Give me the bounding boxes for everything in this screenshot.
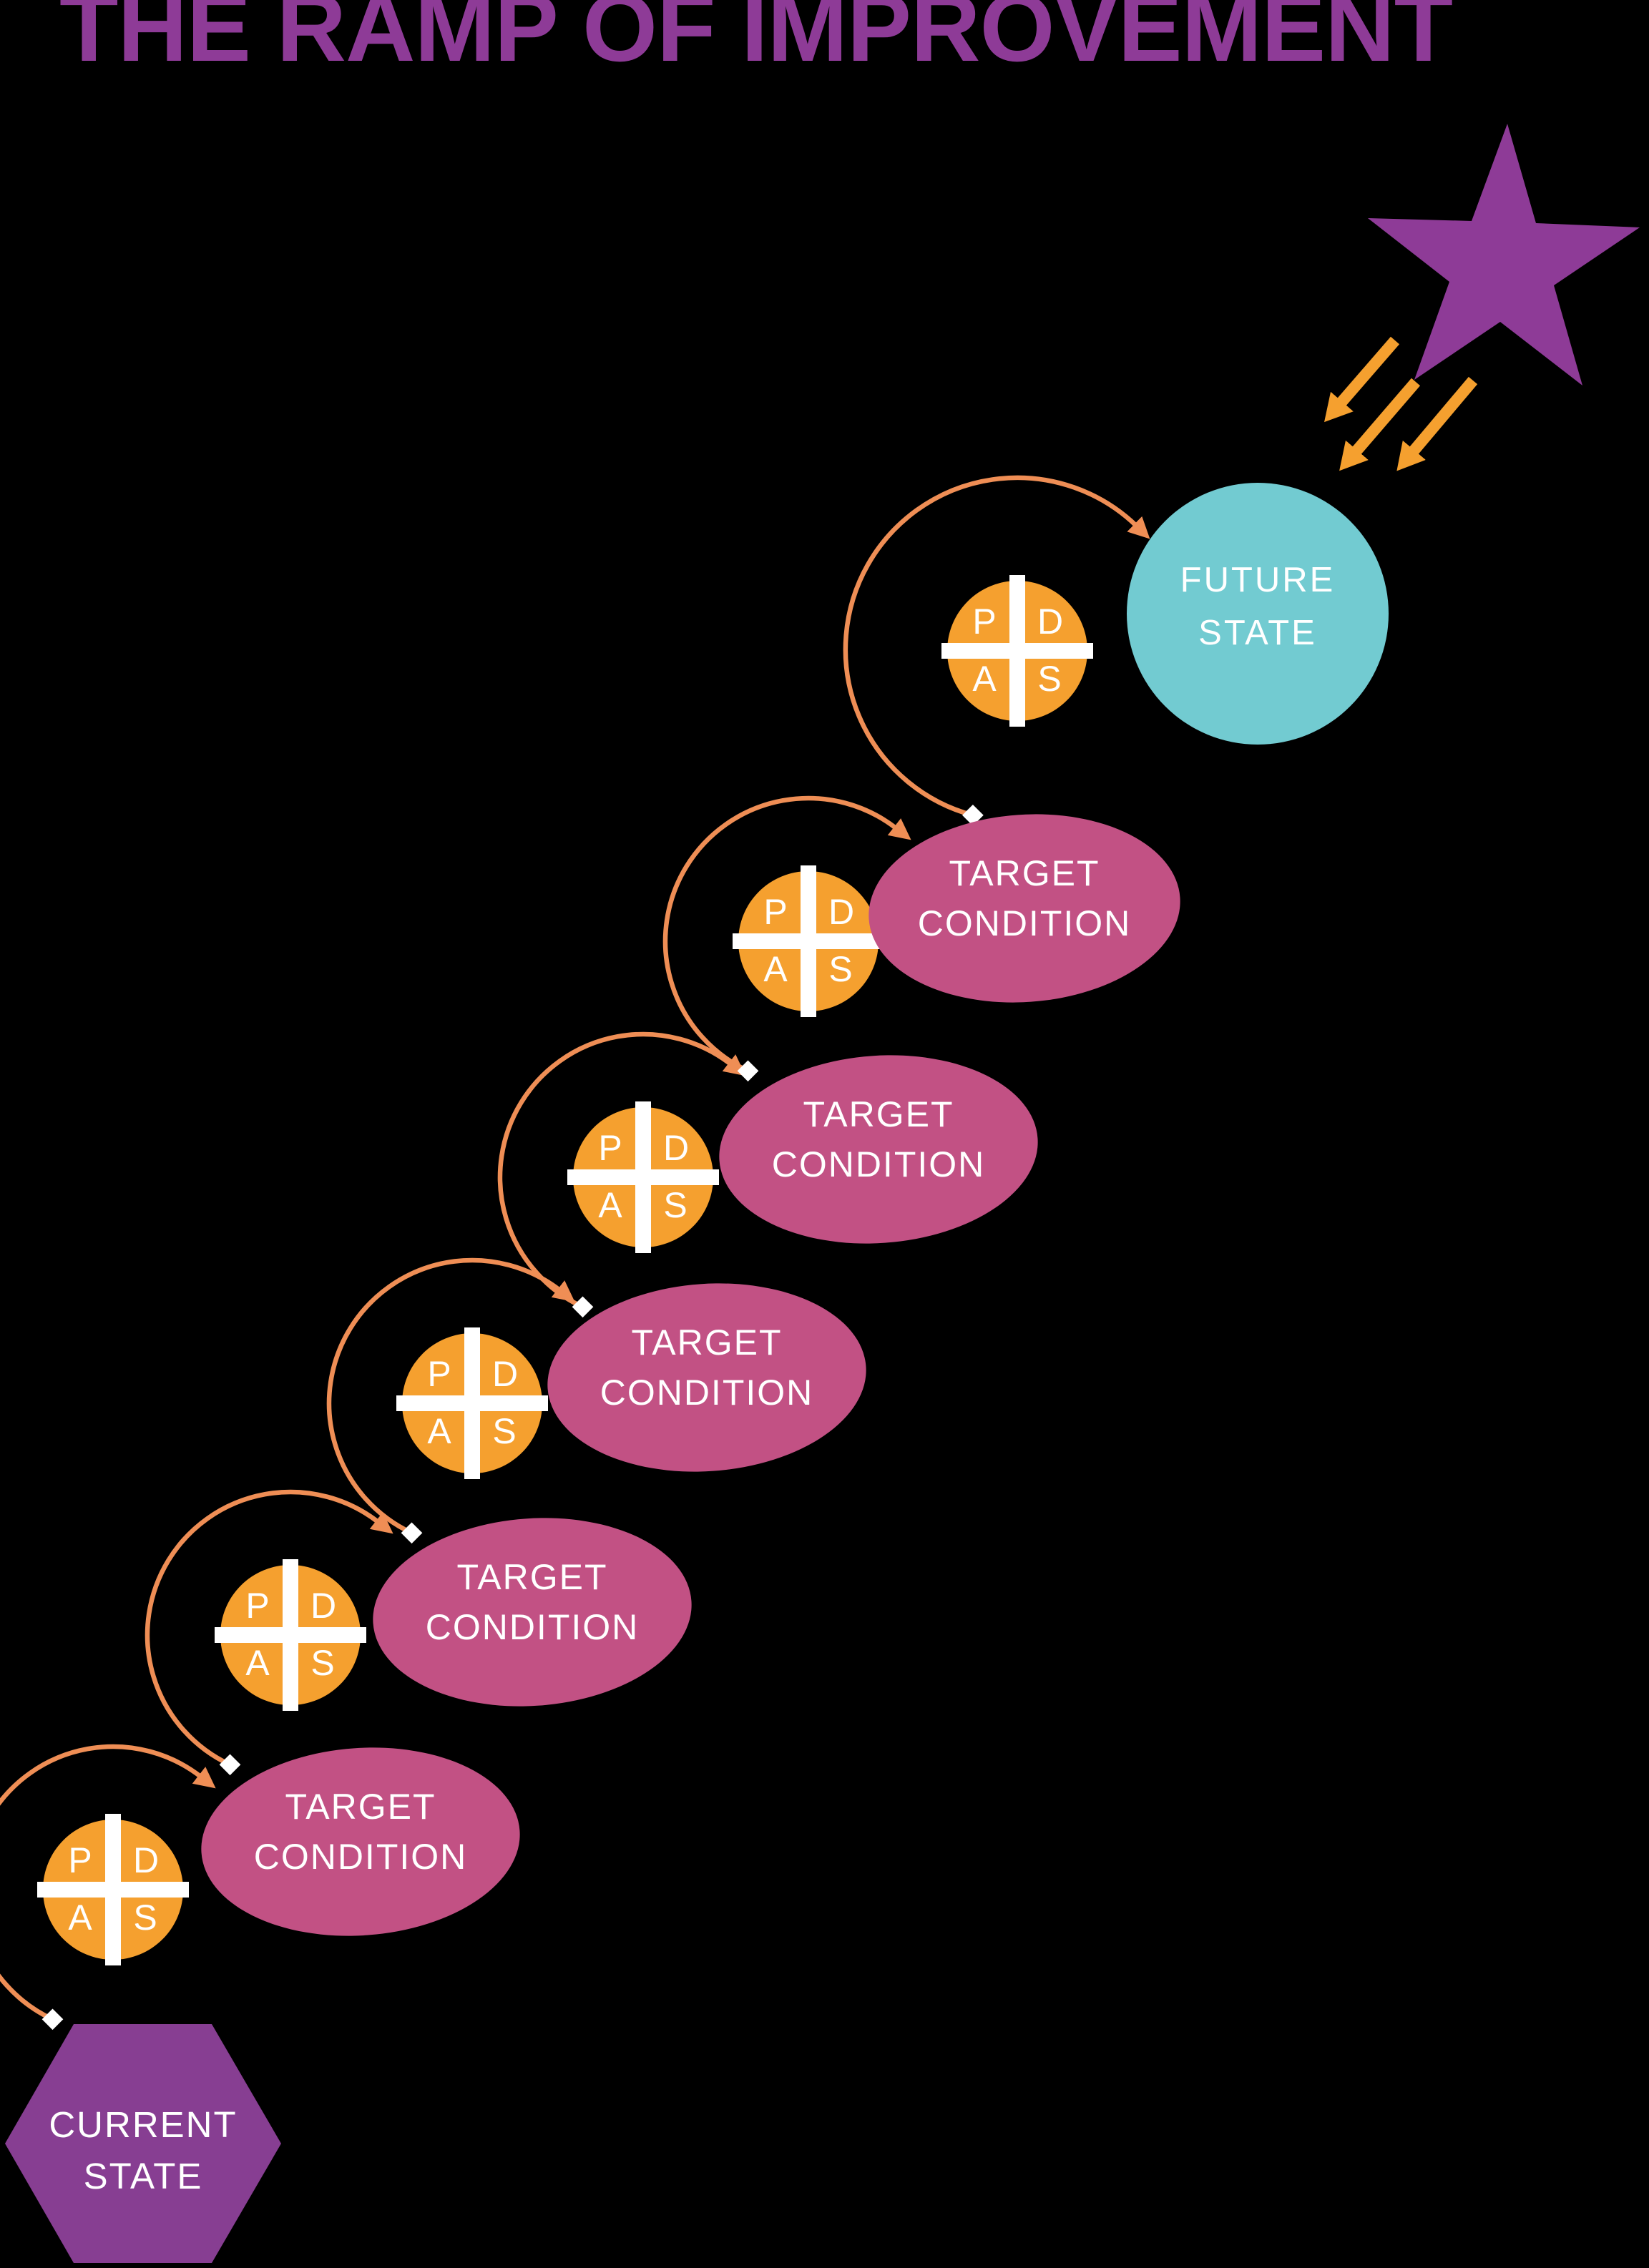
pdsa-letter-d: D xyxy=(828,892,854,932)
pdsa-letter-s: S xyxy=(663,1185,687,1225)
pdsa-letter-a: A xyxy=(598,1185,622,1225)
target-condition-label-line1: TARGET xyxy=(285,1787,436,1827)
downward-arrow xyxy=(1396,376,1478,471)
pdsa-letter-d: D xyxy=(1037,602,1063,642)
pdsa-letter-p: P xyxy=(972,602,996,642)
connector-diamond xyxy=(401,1522,423,1544)
target-condition-ellipse xyxy=(719,1055,1038,1244)
pdsa-letter-a: A xyxy=(427,1411,451,1451)
page-title: THE RAMP OF IMPROVEMENT xyxy=(59,0,1453,82)
pdsa-cycle: P D A S xyxy=(941,575,1093,727)
current-state-node: CURRENT STATE xyxy=(5,2024,281,2263)
target-condition-label-line1: TARGET xyxy=(803,1094,954,1134)
pdsa-cross-bar xyxy=(396,1395,548,1411)
pdsa-cross-bar xyxy=(215,1627,366,1643)
connector-diamond xyxy=(962,804,984,826)
pdsa-cycle: P D A S xyxy=(396,1327,548,1479)
pdsa-cycle: P D A S xyxy=(37,1814,189,1965)
pdsa-letter-d: D xyxy=(133,1840,159,1880)
target-condition-node: TARGET CONDITION xyxy=(719,1055,1038,1244)
star-icon xyxy=(1368,124,1640,386)
target-condition-label-line1: TARGET xyxy=(631,1322,782,1363)
future-state-node: FUTURE STATE xyxy=(1127,483,1389,745)
target-condition-label-line2: CONDITION xyxy=(426,1607,640,1647)
pdsa-letter-a: A xyxy=(972,659,997,699)
pdsa-cross-bar xyxy=(567,1169,719,1185)
pdsa-cross-bar xyxy=(37,1882,189,1898)
connector-diamond xyxy=(737,1060,759,1082)
target-condition-node: TARGET CONDITION xyxy=(373,1518,692,1707)
pdsa-cycle: P D A S xyxy=(567,1101,719,1253)
pdsa-letter-p: P xyxy=(598,1128,622,1168)
improvement-arc xyxy=(662,795,911,1074)
target-condition-ellipse xyxy=(868,814,1180,1003)
target-condition-node: TARGET CONDITION xyxy=(868,814,1180,1003)
pdsa-letter-d: D xyxy=(310,1586,336,1626)
pdsa-letter-p: P xyxy=(763,892,787,932)
improvement-arc xyxy=(843,475,1150,818)
target-condition-node: TARGET CONDITION xyxy=(201,1747,520,1936)
pdsa-cross-bar xyxy=(941,643,1093,659)
pdsa-cycle: P D A S xyxy=(733,865,884,1017)
pdsa-letter-s: S xyxy=(310,1643,334,1683)
pdsa-letter-s: S xyxy=(1037,659,1061,699)
improvement-arcs xyxy=(0,475,1150,2031)
improvement-arc xyxy=(145,1489,393,1767)
pdsa-letter-p: P xyxy=(427,1354,451,1394)
pdsa-letter-s: S xyxy=(133,1898,157,1938)
target-condition-ellipse xyxy=(373,1518,692,1707)
current-state-label-line2: STATE xyxy=(84,2156,203,2196)
improvement-arc xyxy=(497,1031,746,1310)
target-condition-label-line1: TARGET xyxy=(456,1557,607,1597)
current-state-hexagon xyxy=(5,2024,281,2263)
connector-diamond xyxy=(572,1296,594,1318)
pdsa-cycle: P D A S xyxy=(215,1559,366,1711)
target-condition-ellipse xyxy=(547,1283,866,1472)
target-condition-label-line2: CONDITION xyxy=(254,1837,468,1877)
pdsa-letter-s: S xyxy=(492,1411,516,1451)
target-condition-label-line2: CONDITION xyxy=(772,1144,986,1184)
star-arrows xyxy=(1324,336,1478,471)
improvement-arc xyxy=(326,1257,575,1536)
pdsa-letter-s: S xyxy=(828,949,852,989)
pdsa-cross-bar xyxy=(733,933,884,949)
connector-diamond xyxy=(41,2008,64,2031)
downward-arrow xyxy=(1324,336,1400,423)
future-state-circle xyxy=(1127,483,1389,745)
connector-diamond xyxy=(219,1754,241,1776)
pdsa-letter-a: A xyxy=(763,949,788,989)
pdsa-letter-p: P xyxy=(245,1586,269,1626)
future-state-label-line1: FUTURE xyxy=(1180,561,1336,599)
pdsa-letter-d: D xyxy=(663,1128,689,1168)
improvement-arc xyxy=(0,1744,216,2022)
current-state-label-line1: CURRENT xyxy=(49,2104,237,2145)
future-state-label-line2: STATE xyxy=(1198,614,1317,652)
target-condition-label-line2: CONDITION xyxy=(918,903,1132,943)
pdsa-letter-a: A xyxy=(68,1898,92,1938)
downward-arrow xyxy=(1339,378,1421,471)
pdsa-letter-a: A xyxy=(245,1643,270,1683)
target-condition-node: TARGET CONDITION xyxy=(547,1283,866,1472)
pdsa-letter-d: D xyxy=(492,1354,518,1394)
pdsa-letter-p: P xyxy=(68,1840,92,1880)
target-condition-label-line2: CONDITION xyxy=(600,1373,814,1413)
target-condition-ellipse xyxy=(201,1747,520,1936)
target-condition-label-line1: TARGET xyxy=(949,853,1100,893)
